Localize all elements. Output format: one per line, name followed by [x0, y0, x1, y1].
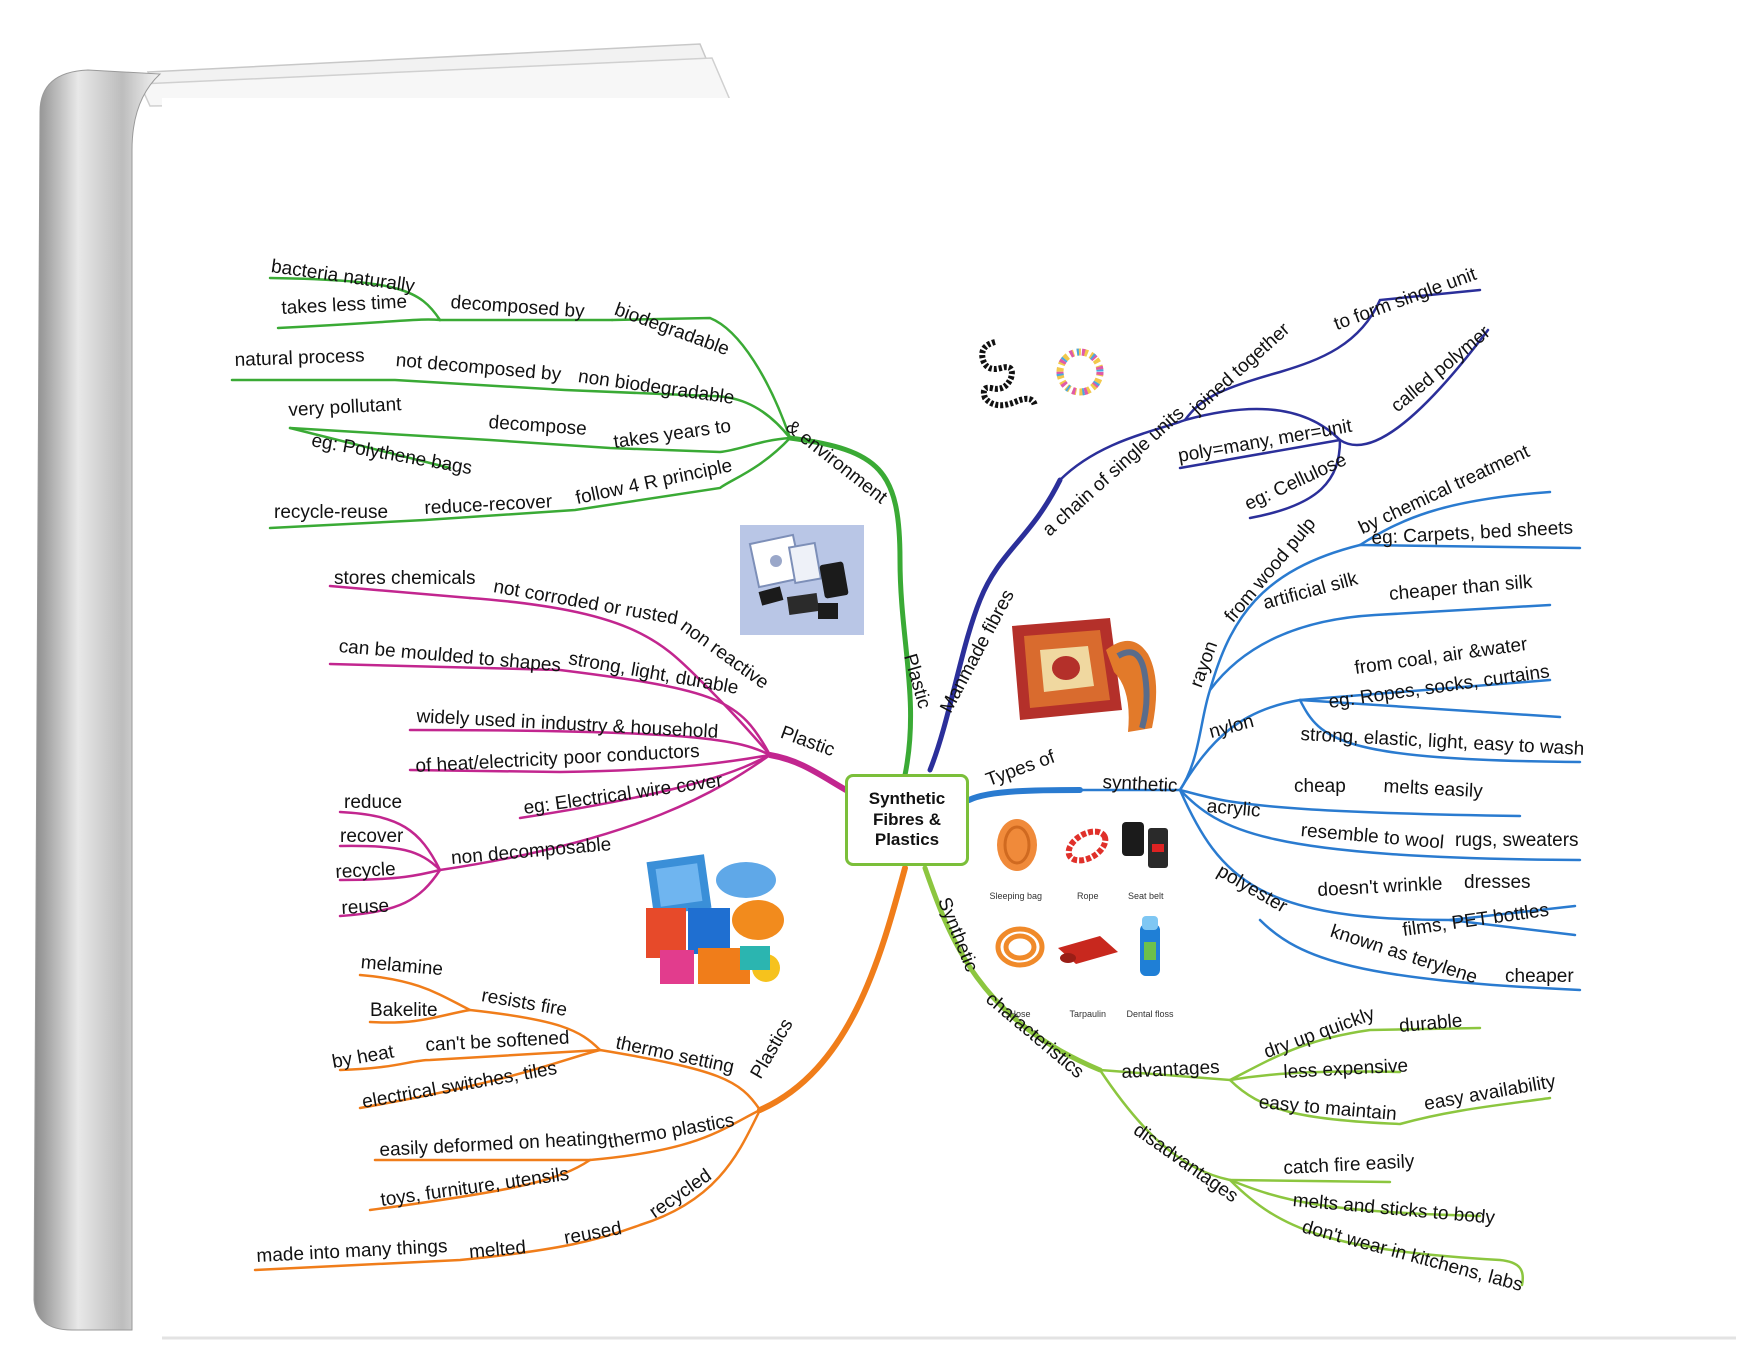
branch-line [1208, 603, 1552, 692]
branch-line [338, 868, 442, 882]
branch-line [338, 844, 442, 872]
node-advantages: advantages [1120, 1056, 1221, 1083]
branch-line [288, 426, 792, 454]
plastic-buckets-photo [640, 850, 790, 1000]
branch-line [1098, 1026, 1482, 1082]
node-recycle: recycle [334, 858, 397, 883]
branch-line [598, 1048, 762, 1112]
branch-line [1248, 438, 1342, 520]
branch-line [922, 865, 1103, 1073]
branch-line [1178, 788, 1577, 922]
branch-line [1358, 543, 1582, 550]
node-bakelite: Bakelite [370, 1000, 438, 1021]
branch-line [1258, 918, 1582, 992]
page-sheet [162, 98, 1737, 1338]
caption-hose: Hose [1009, 1009, 1031, 1019]
page-curl [33, 69, 162, 1331]
node-reduce: reduce [344, 792, 403, 813]
node-synthetic: synthetic [1101, 772, 1178, 797]
caption-dental-floss: Dental floss [1126, 1009, 1174, 1019]
branch-line [1298, 698, 1562, 719]
carpet-scarf-photo [1002, 610, 1170, 738]
branch-line [1228, 1078, 1552, 1126]
node-rugs-sweaters: rugs, sweaters [1455, 830, 1579, 851]
node-cheaper: cheaper [1505, 966, 1574, 987]
branch-line [1228, 1178, 1482, 1218]
branch-line [1358, 490, 1552, 547]
node-natural-process: natural process [234, 345, 365, 371]
branch-line [338, 1048, 602, 1072]
central-topic: Synthetic Fibres & Plastics [845, 774, 969, 866]
branch-line [787, 435, 914, 778]
branch-line [253, 1108, 762, 1272]
branch-line [276, 318, 442, 330]
branch-line [338, 868, 442, 918]
caption-tarpaulin: Tarpaulin [1069, 1009, 1107, 1019]
branch-line [438, 753, 772, 872]
rope-icon [1062, 822, 1112, 870]
node-reuse: reuse [340, 895, 390, 919]
branch-line [1178, 438, 1342, 470]
branch-line [230, 378, 792, 440]
branch-line [1078, 543, 1362, 792]
branch-line [610, 316, 792, 440]
branch-line [966, 787, 1083, 803]
sleeping-bag-icon [994, 815, 1040, 873]
node-durable: durable [1398, 1010, 1464, 1037]
branch-line [328, 584, 472, 600]
branch-line [757, 865, 908, 1113]
hose-icon [994, 922, 1046, 972]
polymer-chain-icon [975, 332, 1043, 412]
node-melts-easily: melts easily [1382, 776, 1484, 803]
node-acrylic: acrylic [1205, 796, 1262, 822]
branch-line [368, 1008, 472, 1024]
branch-line [408, 728, 772, 757]
plastic-tray-photo [740, 525, 864, 635]
branch-line [1178, 678, 1552, 792]
branch-line [268, 276, 442, 322]
branch-line [328, 662, 772, 757]
tarpaulin-icon [1054, 932, 1122, 968]
seat-belt-icon [1118, 818, 1174, 874]
branch-line [1228, 1178, 1524, 1287]
branch-line [358, 1048, 602, 1110]
branches [230, 276, 1582, 1287]
branch-line [1178, 788, 1582, 862]
branch-line [927, 477, 1063, 773]
branch-line [338, 810, 442, 872]
branch-line [408, 753, 772, 774]
caption-rope: Rope [1077, 891, 1099, 901]
branch-line [1228, 1070, 1402, 1082]
node-dresses: dresses [1464, 872, 1531, 893]
branch-line [1448, 918, 1577, 937]
branch-line [268, 436, 792, 530]
node-stores-chemicals: stores chemicals [334, 568, 476, 589]
branch-line [373, 1108, 762, 1162]
node-melted: melted [468, 1237, 527, 1263]
branch-line [288, 426, 452, 470]
node-recycle-reuse: recycle-reuse [274, 502, 389, 523]
node-recover: recover [340, 826, 404, 847]
branch-line [368, 1158, 592, 1212]
caption-sleeping-bag: Sleeping bag [989, 891, 1043, 901]
node-cheap: cheap [1294, 776, 1346, 797]
branch-line [767, 752, 849, 793]
branch-line [1298, 698, 1582, 764]
branch-line [1058, 288, 1482, 482]
branch-line [468, 596, 772, 757]
dental-floss-icon [1136, 914, 1164, 978]
branch-line [518, 753, 772, 820]
caption-seat-belt: Seat belt [1128, 891, 1164, 901]
bead-necklace-icon [1052, 340, 1108, 404]
branch-line [1228, 1178, 1392, 1184]
branch-line [1178, 788, 1522, 818]
branch-line [1098, 1068, 1232, 1182]
